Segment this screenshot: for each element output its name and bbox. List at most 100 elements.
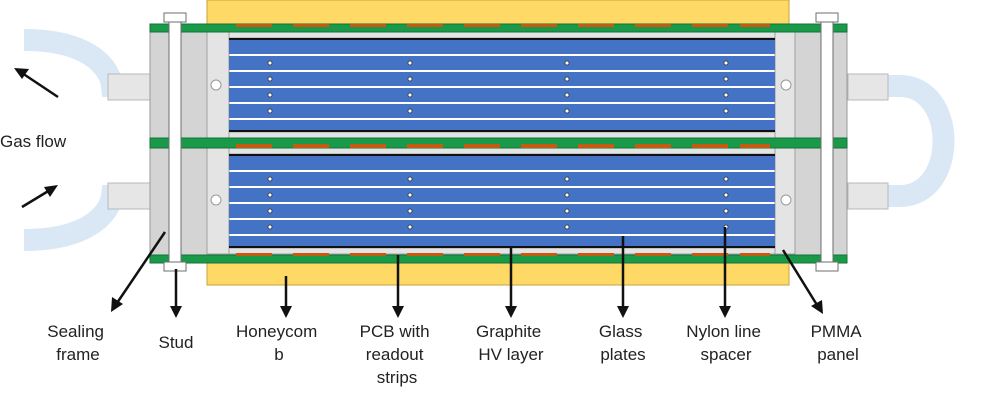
sealing-frame-arrow xyxy=(111,231,167,312)
arrows xyxy=(14,68,823,318)
readout-strip xyxy=(350,144,386,148)
nylon-spacer xyxy=(267,60,273,66)
readout-strip xyxy=(407,24,443,27)
gas-flow-arrow-out xyxy=(14,68,59,99)
nylon-spacer xyxy=(564,176,570,182)
nylon-spacer xyxy=(407,208,413,214)
labels: Gas flow Sealing frame Stud Honeycom b P… xyxy=(0,132,866,387)
gas-connector-bottom-left xyxy=(107,182,153,210)
graphite-layer-bottom-outer xyxy=(229,154,775,156)
label-glass: Glass plates xyxy=(599,322,647,364)
gas-tube-right-loop xyxy=(850,75,955,207)
nylon-spacer xyxy=(407,224,413,230)
readout-strip xyxy=(521,144,557,148)
stud-right-head-top xyxy=(815,12,839,23)
pmma-panels xyxy=(206,31,796,255)
readout-strip xyxy=(293,253,329,256)
nylon-spacer xyxy=(723,192,729,198)
nylon-spacer xyxy=(723,176,729,182)
glass-plate xyxy=(229,236,775,246)
gas-connector-bottom-right xyxy=(847,182,889,210)
readout-strip xyxy=(464,144,500,148)
readout-strip xyxy=(692,24,728,27)
gas-connectors xyxy=(107,73,889,210)
frame-hole-left-top xyxy=(210,79,222,91)
pmma-panel-strip-top-1 xyxy=(228,31,776,39)
glass-arrow xyxy=(617,236,629,318)
nylon-spacer xyxy=(407,192,413,198)
readout-strip xyxy=(692,144,728,148)
frame-holes xyxy=(210,79,792,206)
nylon-spacer xyxy=(723,108,729,114)
studs xyxy=(163,12,839,272)
graphite-layer-bottom-inner xyxy=(229,246,775,248)
label-gas-flow: Gas flow xyxy=(0,132,67,151)
pcb-arrow xyxy=(392,255,404,318)
readout-strip xyxy=(578,144,614,148)
readout-strip xyxy=(578,24,614,27)
gas-connector-top-left xyxy=(107,73,153,101)
glass-plate xyxy=(229,120,775,130)
nylon-spacer xyxy=(407,108,413,114)
stud-left-head-top xyxy=(163,12,187,23)
gas-gap-bottom xyxy=(229,154,775,248)
readout-strip xyxy=(407,144,443,148)
glass-plate xyxy=(229,56,775,70)
nylon-spacer xyxy=(723,60,729,66)
nylon-spacer xyxy=(267,76,273,82)
nylon-spacer xyxy=(407,92,413,98)
nylon-spacer xyxy=(267,208,273,214)
nylon-spacer xyxy=(564,192,570,198)
label-graphite: Graphite HV layer xyxy=(476,322,546,364)
readout-strip xyxy=(635,24,671,27)
nylon-spacer xyxy=(564,224,570,230)
readout-strip xyxy=(521,24,557,27)
nylon-spacer xyxy=(407,176,413,182)
graphite-arrow xyxy=(505,246,517,318)
gas-flow-arrow-in xyxy=(21,185,58,209)
nylon-arrow xyxy=(719,227,731,318)
readout-strip xyxy=(236,144,272,148)
label-stud: Stud xyxy=(159,333,194,352)
nylon-spacer xyxy=(267,108,273,114)
nylon-spacer xyxy=(564,76,570,82)
graphite-layer-top-outer xyxy=(229,38,775,40)
nylon-spacer xyxy=(407,60,413,66)
readout-strip xyxy=(635,144,671,148)
nylon-spacer xyxy=(564,92,570,98)
nylon-spacer xyxy=(267,176,273,182)
glass-plate xyxy=(229,220,775,234)
readout-strip xyxy=(293,144,329,148)
nylon-spacer xyxy=(564,108,570,114)
readout-strip xyxy=(350,24,386,27)
label-honeycomb: Honeycom b xyxy=(236,322,322,364)
nylon-spacer xyxy=(407,76,413,82)
readout-strip xyxy=(293,24,329,27)
nylon-spacer xyxy=(564,208,570,214)
stud-left xyxy=(168,19,182,270)
pmma-arrow xyxy=(781,249,823,314)
glass-plate xyxy=(229,156,775,170)
nylon-spacer xyxy=(564,60,570,66)
nylon-spacer xyxy=(267,224,273,230)
label-pmma: PMMA panel xyxy=(811,322,866,364)
readout-strip xyxy=(464,24,500,27)
readout-strip xyxy=(407,253,443,256)
readout-strip xyxy=(740,253,770,256)
glass-plate xyxy=(229,204,775,218)
pmma-panel-strip-top-2 xyxy=(228,131,776,139)
gas-gap-top xyxy=(229,38,775,132)
gas-connector-top-right xyxy=(847,73,889,101)
glass-plate xyxy=(229,188,775,202)
honeycomb-arrow xyxy=(280,276,292,318)
honeycomb-top xyxy=(206,0,790,25)
label-sealing-frame: Sealing frame xyxy=(47,322,108,364)
readout-strip xyxy=(635,253,671,256)
glass-plate xyxy=(229,40,775,54)
label-nylon: Nylon line spacer xyxy=(686,322,765,364)
nylon-spacer xyxy=(723,92,729,98)
glass-plate xyxy=(229,72,775,86)
label-pcb: PCB with readout strips xyxy=(360,322,435,387)
glass-plate xyxy=(229,172,775,186)
